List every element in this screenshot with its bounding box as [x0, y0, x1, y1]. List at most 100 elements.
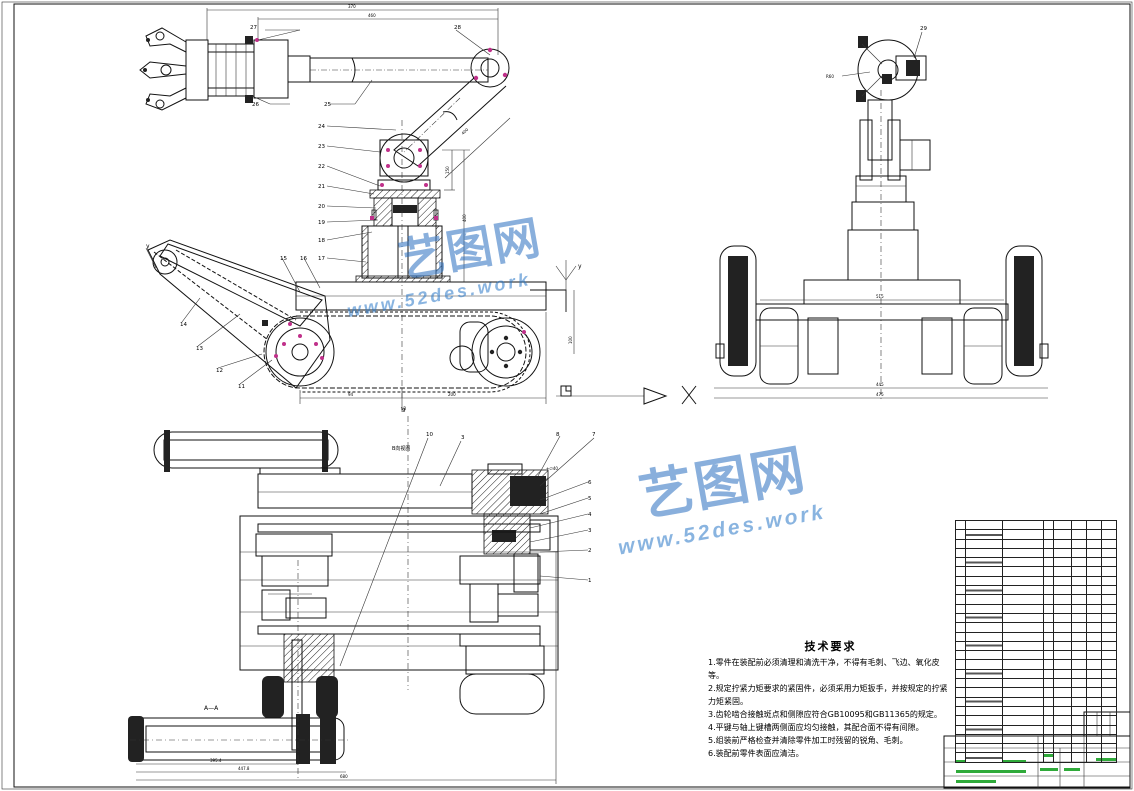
- table-cell: [1043, 715, 1055, 726]
- svg-text:R60: R60: [826, 74, 834, 79]
- table-cell: [1101, 696, 1117, 707]
- table-cell: [1071, 566, 1088, 577]
- table-cell: [955, 678, 966, 689]
- table-cell: [1043, 519, 1055, 531]
- table-cell: [1071, 687, 1088, 698]
- table-cell: [955, 622, 966, 633]
- table-cell: [964, 705, 1003, 717]
- table-row: [955, 650, 1117, 661]
- callout-17: 17: [318, 256, 325, 262]
- table-row: [955, 715, 1117, 726]
- callout-8: 8: [556, 432, 560, 438]
- table-cell: [1071, 631, 1088, 642]
- parts-list-table: [955, 519, 1117, 763]
- table-cell: [1053, 715, 1073, 726]
- table-cell: [1053, 659, 1073, 670]
- table-cell: [1101, 585, 1117, 596]
- svg-text:515: 515: [876, 294, 884, 299]
- table-cell: [1101, 557, 1117, 568]
- table-cell: [1071, 538, 1088, 549]
- table-row: [955, 585, 1117, 596]
- callout-4: 4: [588, 512, 592, 518]
- table-cell: [1043, 640, 1055, 652]
- tracked-chassis: γ y 100: [145, 239, 697, 405]
- table-cell: [1071, 678, 1088, 689]
- table-cell: [1071, 622, 1088, 633]
- table-cell: [1086, 640, 1103, 652]
- table-cell: [1071, 594, 1088, 605]
- callout-21: 21: [318, 184, 325, 190]
- table-cell: [1043, 724, 1055, 735]
- table-cell: [1043, 557, 1055, 568]
- table-row: [955, 529, 1117, 540]
- table-cell: [1053, 668, 1073, 680]
- table-cell: [1101, 715, 1117, 726]
- table-cell: [1101, 622, 1117, 633]
- table-cell: [1001, 519, 1045, 531]
- svg-text:↑B: ↑B: [400, 406, 406, 411]
- table-cell: [1001, 538, 1045, 549]
- table-cell: [1043, 687, 1055, 698]
- table-cell: [1071, 519, 1088, 531]
- table-cell: [964, 696, 1003, 707]
- table-cell: [1053, 547, 1073, 559]
- table-cell: [1086, 659, 1103, 670]
- table-cell: [1053, 557, 1073, 568]
- table-cell: [1053, 705, 1073, 717]
- table-cell: [964, 743, 1003, 754]
- table-cell: [1086, 566, 1103, 577]
- table-cell: [1043, 622, 1055, 633]
- callout-23: 23: [318, 144, 325, 150]
- table-cell: [955, 715, 966, 726]
- table-cell: [1053, 585, 1073, 596]
- svg-text:y: y: [578, 263, 582, 270]
- side-view: 29 R60: [714, 26, 1049, 400]
- table-cell: [1043, 529, 1055, 540]
- callout-19: 19: [318, 220, 325, 226]
- front-callout-labels: 27 28 26 25 24 23 22 21 20 19 18 17 16 1…: [180, 25, 461, 390]
- table-cell: [1001, 724, 1045, 735]
- waist-gearbox: [355, 189, 451, 283]
- table-cell: [1053, 650, 1073, 661]
- table-cell: [1053, 687, 1073, 698]
- table-cell: [955, 575, 966, 587]
- table-cell: [955, 566, 966, 577]
- table-cell: [1043, 752, 1055, 763]
- table-row: [955, 733, 1117, 745]
- table-cell: [1053, 640, 1073, 652]
- table-cell: [1071, 603, 1088, 614]
- table-cell: [1053, 678, 1073, 689]
- table-cell: [1101, 733, 1117, 745]
- table-cell: [964, 622, 1003, 633]
- table-cell: [1101, 566, 1117, 577]
- table-cell: [955, 547, 966, 559]
- table-cell: [964, 575, 1003, 587]
- callout-16: 16: [300, 256, 307, 262]
- table-cell: [1053, 612, 1073, 624]
- callout-29: 29: [920, 26, 927, 32]
- table-cell: [1101, 724, 1117, 735]
- side-left-track: [715, 245, 839, 385]
- table-cell: [955, 603, 966, 614]
- table-cell: [1001, 640, 1045, 652]
- table-row: [955, 603, 1117, 614]
- table-cell: [1001, 659, 1045, 670]
- table-cell: [955, 631, 966, 642]
- table-cell: [1101, 752, 1117, 763]
- plan-callout-labels: 10 8 7 6 5 4 3 2 1 9: [402, 408, 596, 584]
- table-cell: [1101, 687, 1117, 698]
- tech-item-6: 6.装配前零件表面应清洁。: [708, 749, 804, 758]
- table-cell: [1001, 529, 1045, 540]
- table-cell: [955, 659, 966, 670]
- table-cell: [955, 668, 966, 680]
- callout-12: 12: [216, 368, 223, 374]
- table-cell: [1101, 631, 1117, 642]
- table-cell: [1086, 678, 1103, 689]
- callout-24: 24: [318, 124, 325, 130]
- table-cell: [955, 519, 966, 531]
- table-cell: [955, 705, 966, 717]
- svg-text:447.8: 447.8: [238, 766, 250, 771]
- drive-wheel: [471, 317, 541, 387]
- table-cell: [1071, 650, 1088, 661]
- table-cell: [964, 659, 1003, 670]
